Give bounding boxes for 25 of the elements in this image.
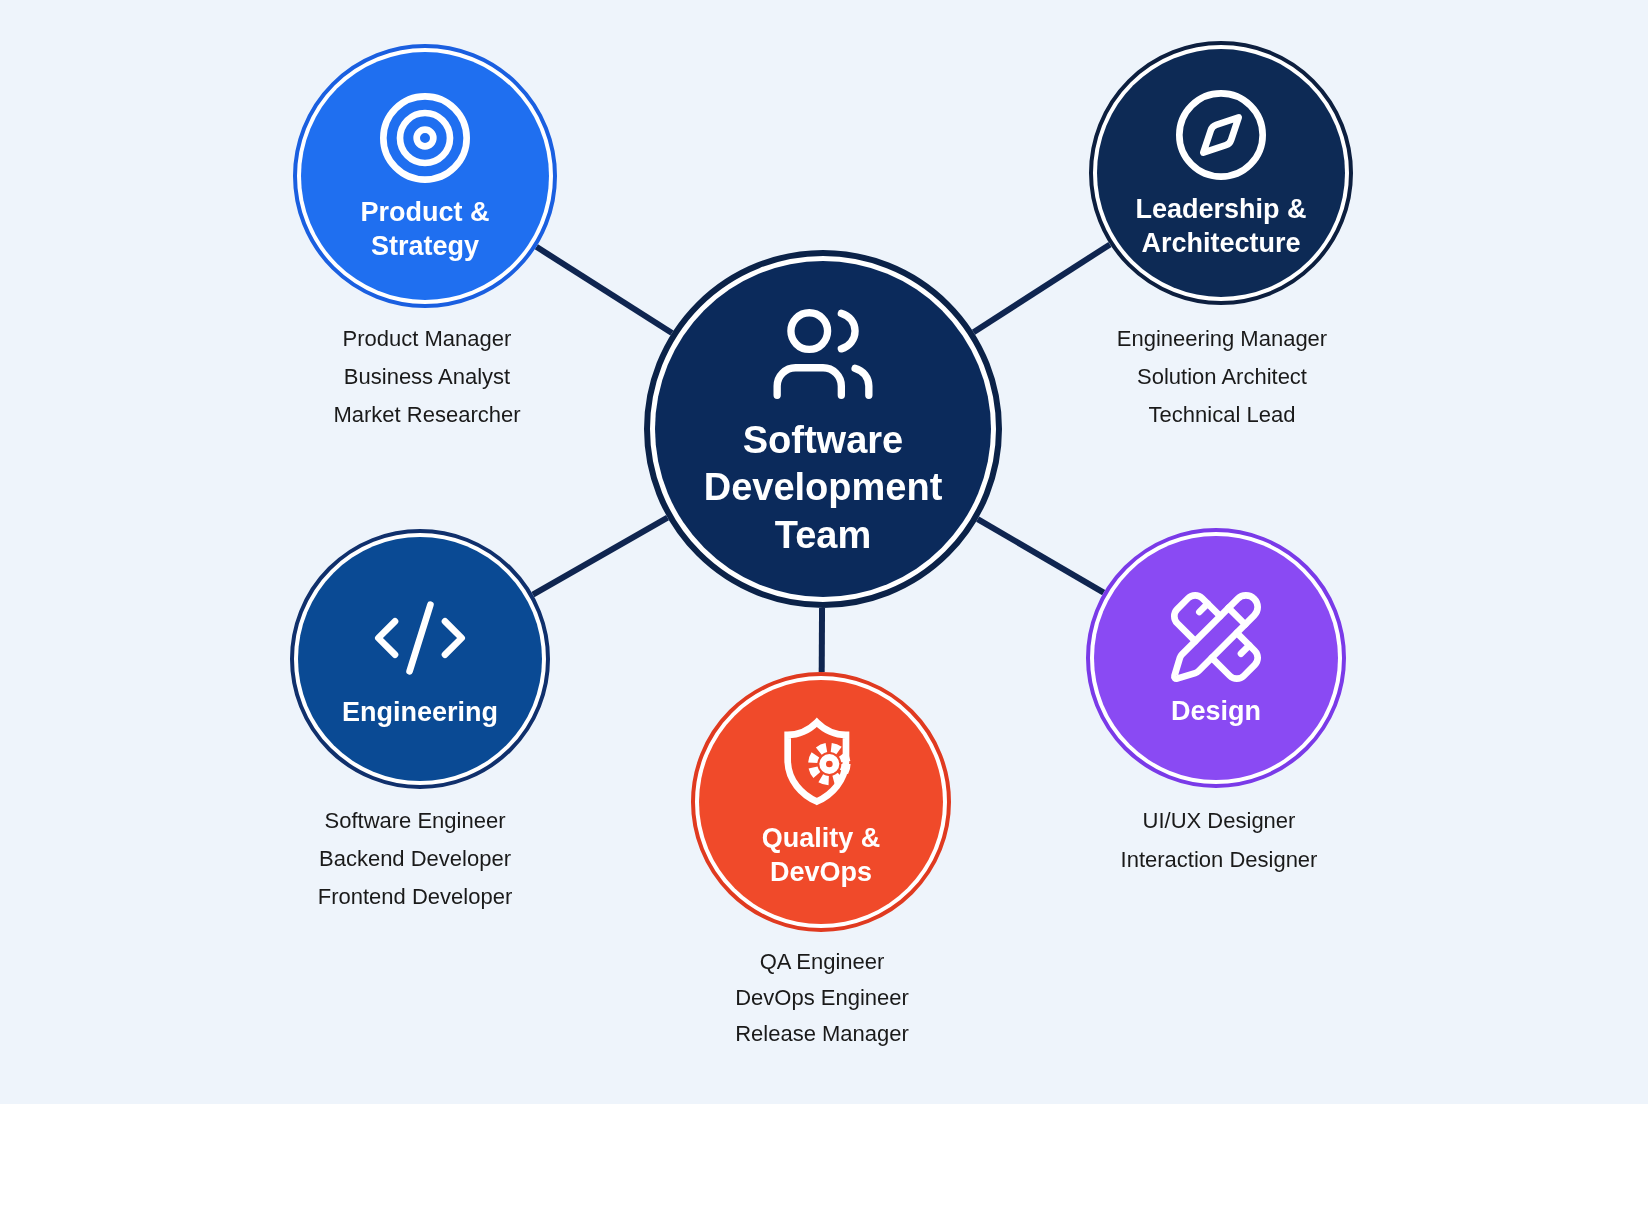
role-label: Release Manager	[734, 1020, 910, 1048]
role-label: Engineering Manager	[1115, 325, 1329, 353]
role-label: Backend Developer	[318, 845, 512, 873]
role-label: Product Manager	[341, 325, 513, 353]
connector-line	[971, 241, 1112, 335]
role-label: Solution Architect	[1136, 363, 1308, 391]
circle-title: Product & Strategy	[359, 196, 491, 263]
role-label: QA Engineer	[758, 948, 886, 976]
role-label: Interaction Designer	[1119, 846, 1319, 874]
role-label: Market Researcher	[332, 401, 522, 429]
role-label: Software Engineer	[323, 807, 507, 835]
circle-title: Leadership & Architecture	[1134, 193, 1308, 260]
role-label: DevOps Engineer	[734, 984, 910, 1012]
connector-line	[531, 515, 670, 598]
connector-line	[534, 244, 674, 336]
role-label: UI/UX Designer	[1141, 807, 1297, 835]
circle-title: Engineering	[342, 696, 498, 730]
role-label: Technical Lead	[1147, 401, 1297, 429]
circle-title: Software Development Team	[702, 417, 944, 558]
connector-line	[818, 607, 826, 672]
role-label: Frontend Developer	[316, 883, 514, 911]
role-label: Business Analyst	[342, 363, 512, 391]
circle-title: Quality & DevOps	[760, 822, 882, 889]
circle-title: Design	[1171, 695, 1261, 729]
connector-line	[976, 516, 1106, 596]
